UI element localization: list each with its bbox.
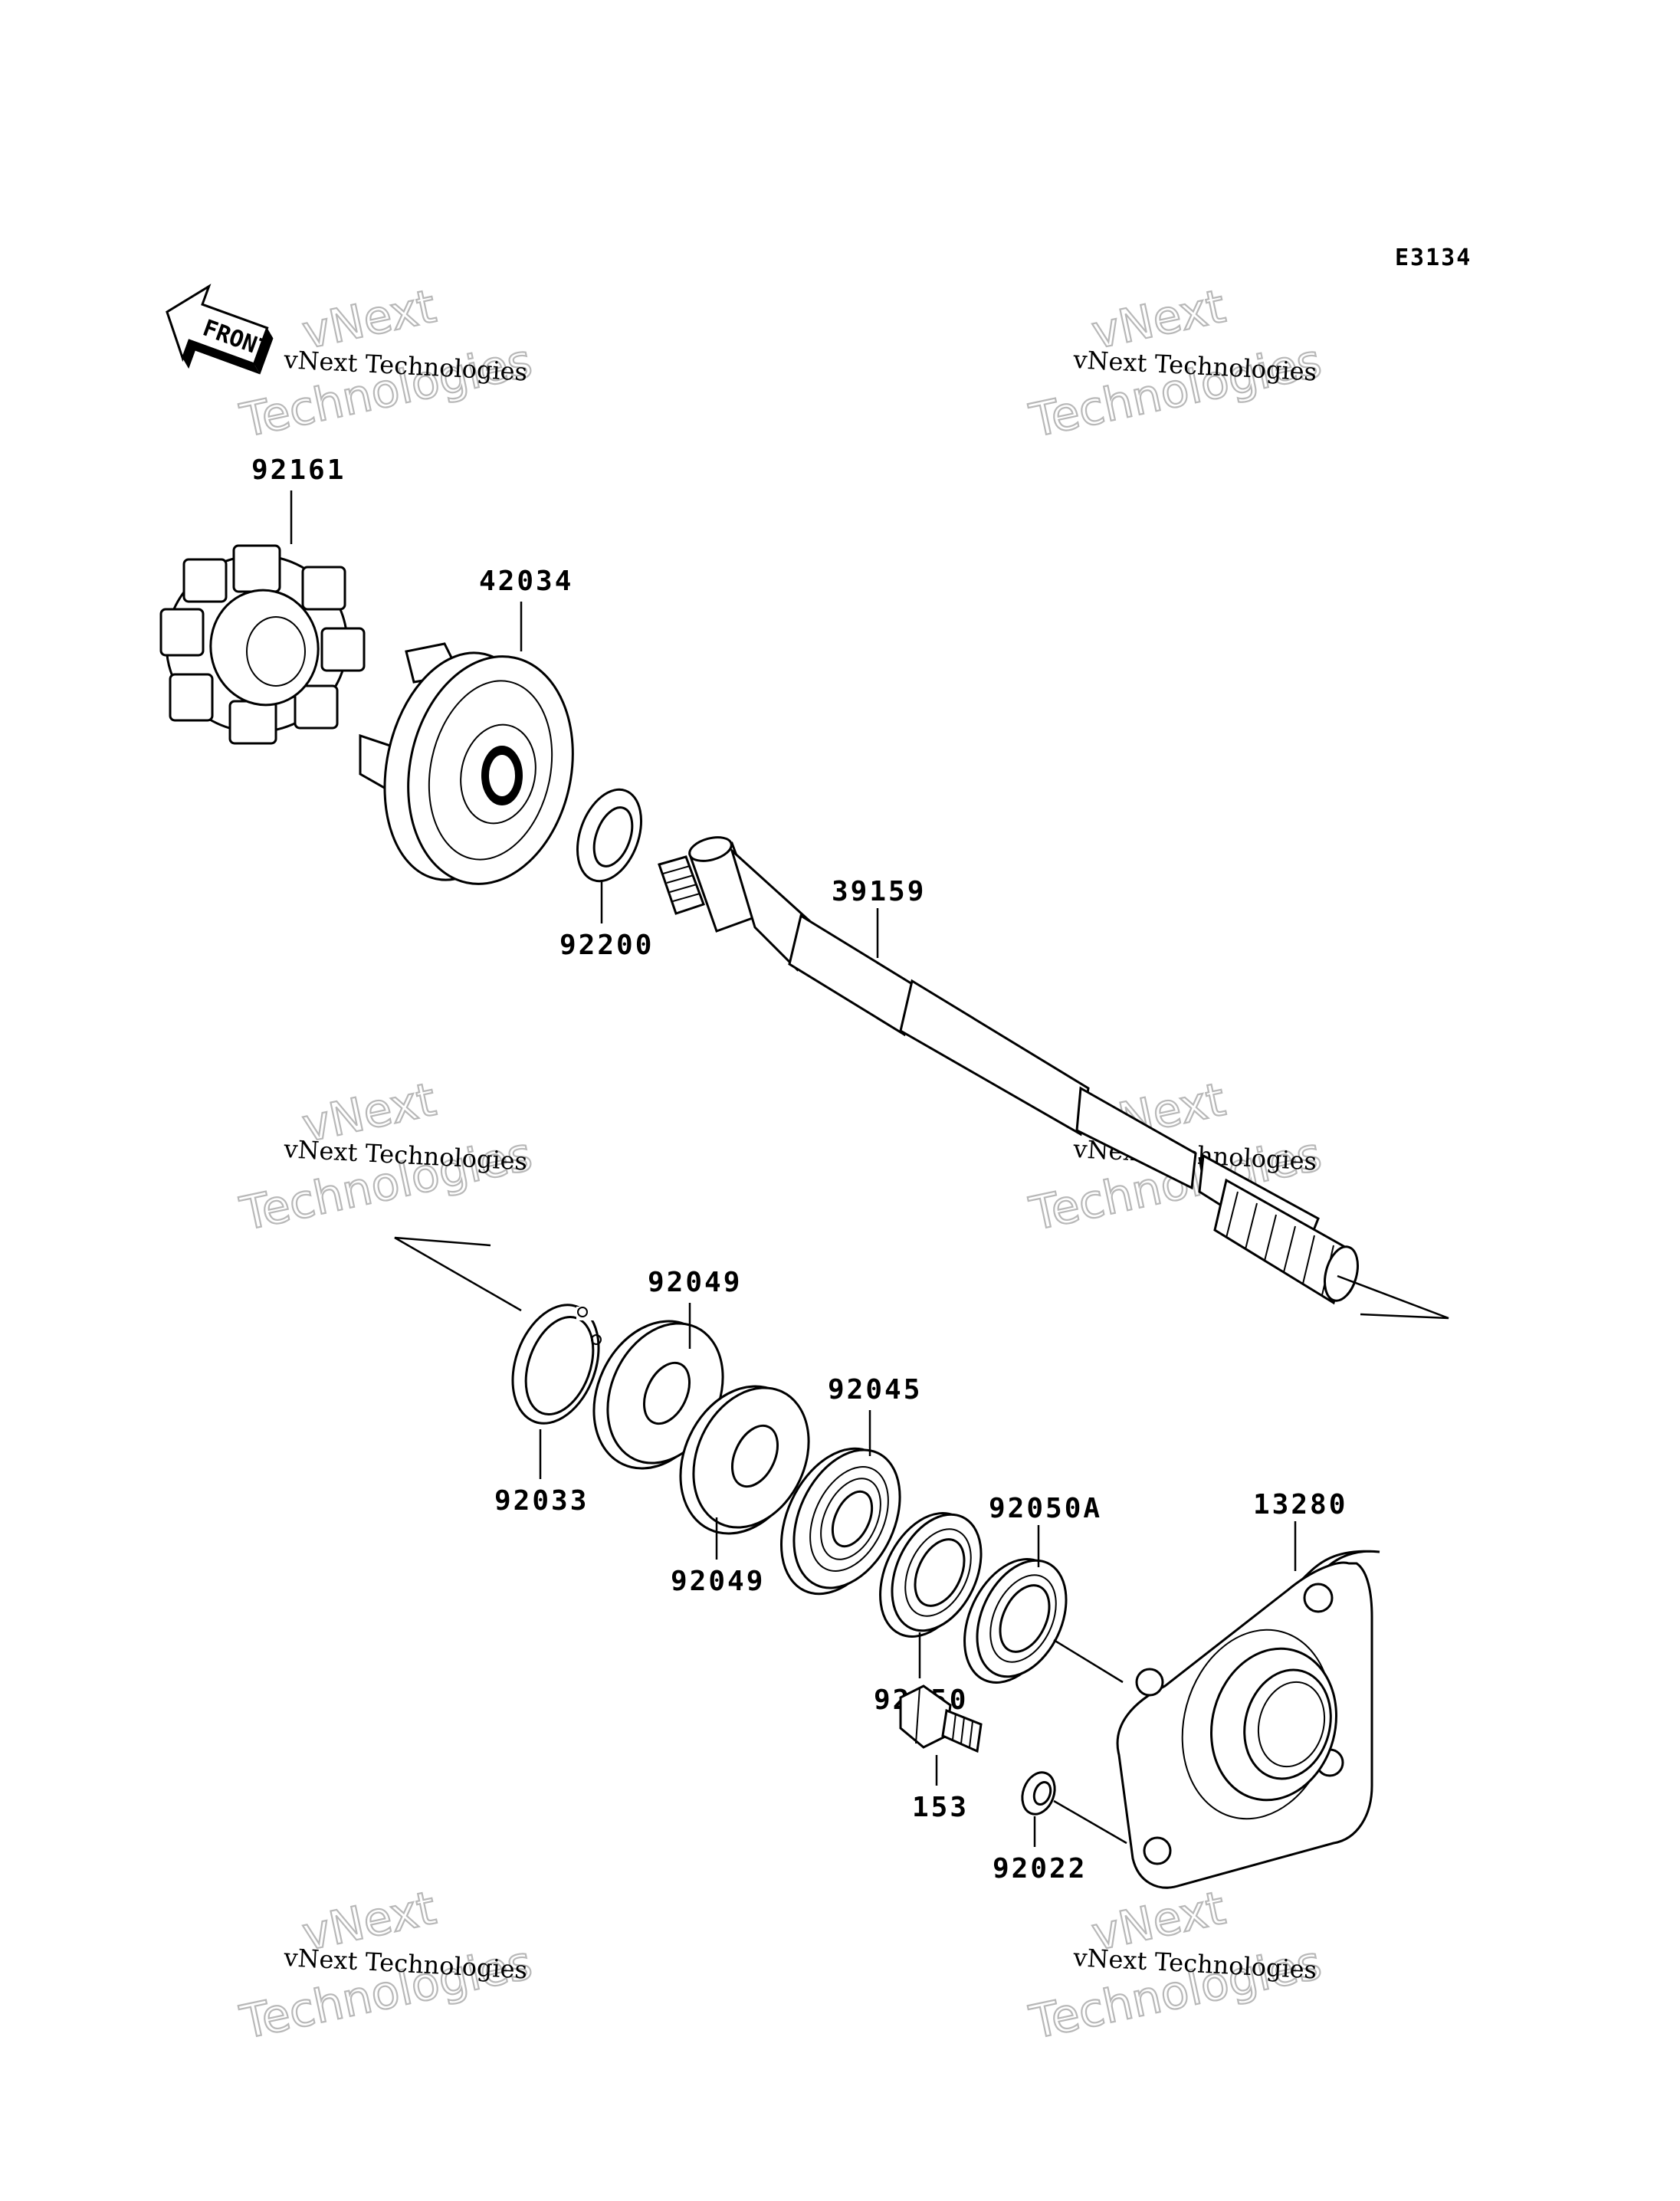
watermark-top-right: vNext Technologies vNext Technologies: [1024, 279, 1327, 449]
assembly-line-left: [394, 1236, 522, 1312]
diagram-code: E3134: [1395, 244, 1472, 271]
label-92050A: 92050A: [989, 1493, 1102, 1524]
label-13280: 13280: [1253, 1489, 1347, 1520]
part-92161-damper: [159, 544, 366, 745]
label-92049-b: 92049: [671, 1566, 765, 1597]
label-92200: 92200: [559, 930, 654, 961]
part-92200-washer: [576, 788, 643, 883]
part-92050-oil-seal: [879, 1512, 983, 1638]
part-42034-impeller: [359, 642, 574, 885]
assembly-line-92022: [1053, 1799, 1127, 1845]
assembly-line-92050A: [1053, 1638, 1124, 1684]
label-92022: 92022: [993, 1853, 1087, 1884]
label-92033: 92033: [494, 1485, 589, 1517]
watermark-top-left: vNext Technologies vNext Technologies: [235, 279, 537, 449]
part-92033-circlip: [511, 1304, 602, 1425]
watermark-bottom-right: vNext Technologies vNext Technologies: [1024, 1881, 1327, 2051]
label-92045: 92045: [828, 1374, 922, 1406]
label-92161: 92161: [251, 454, 346, 486]
part-39159-shaft: [658, 836, 1359, 1305]
part-153-bolt: [899, 1684, 983, 1753]
part-13280-housing: [1116, 1550, 1380, 1889]
label-153: 153: [912, 1792, 969, 1823]
assembly-line-right: [1337, 1274, 1449, 1320]
label-42034: 42034: [479, 566, 573, 597]
watermark-mid-left: vNext Technologies vNext Technologies: [235, 1072, 537, 1242]
label-92049-a: 92049: [648, 1267, 742, 1298]
part-92049-seal-b: [679, 1385, 810, 1535]
part-92050A-oil-seal: [963, 1558, 1068, 1684]
part-92045-bearing: [779, 1447, 901, 1596]
part-92022-washer: [1021, 1771, 1056, 1816]
watermark-bottom-left: vNext Technologies vNext Technologies: [235, 1881, 537, 2051]
front-arrow-icon: FRONT: [166, 284, 274, 375]
label-39159: 39159: [832, 876, 926, 907]
